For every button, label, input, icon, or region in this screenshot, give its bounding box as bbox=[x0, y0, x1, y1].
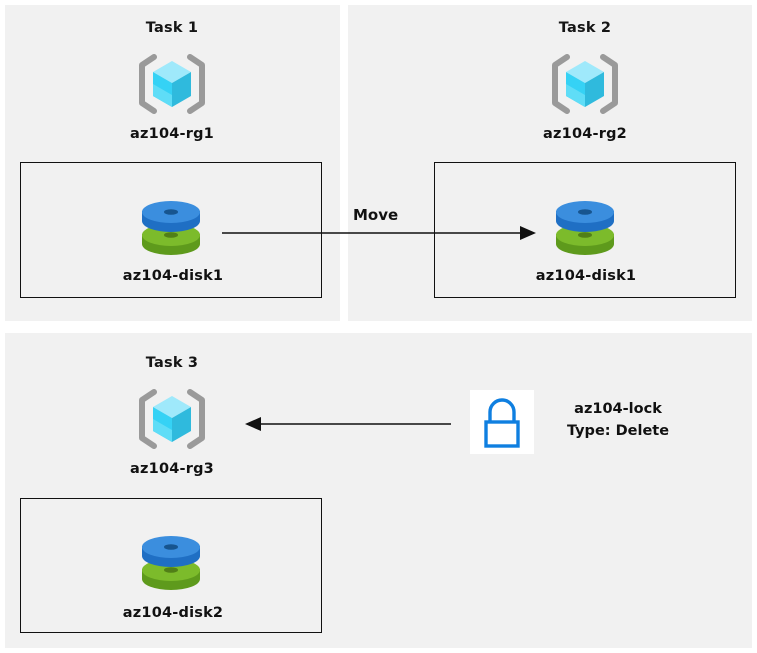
task-3-title: Task 3 bbox=[145, 355, 199, 371]
lock-type-label: Type: Delete bbox=[566, 423, 670, 439]
task-3-disk-label: az104-disk2 bbox=[122, 605, 224, 621]
task-2-inner-resource-box bbox=[434, 162, 736, 298]
resource-group-cube-icon bbox=[138, 53, 206, 115]
move-arrow-label: Move bbox=[353, 206, 399, 224]
task-2-disk-label: az104-disk1 bbox=[535, 268, 637, 284]
resource-group-cube-icon bbox=[138, 388, 206, 450]
task-1-disk-label: az104-disk1 bbox=[122, 268, 224, 284]
task-3-inner-resource-box bbox=[20, 498, 322, 633]
padlock-icon bbox=[470, 390, 534, 454]
lock-name-label: az104-lock bbox=[574, 401, 662, 417]
managed-disk-icon bbox=[138, 198, 204, 260]
managed-disk-icon bbox=[552, 198, 618, 260]
task-1-title: Task 1 bbox=[145, 20, 199, 36]
panel-task-3 bbox=[5, 333, 752, 648]
panel-task-1 bbox=[5, 5, 340, 321]
move-arrow bbox=[222, 226, 536, 240]
task-2-title: Task 2 bbox=[558, 20, 612, 36]
task-3-resource-group-label: az104-rg3 bbox=[130, 461, 214, 477]
panel-task-2 bbox=[348, 5, 752, 321]
task-1-resource-group-label: az104-rg1 bbox=[130, 126, 214, 142]
lock-icon-backdrop bbox=[470, 390, 534, 454]
managed-disk-icon bbox=[138, 533, 204, 595]
lock-apply-arrow bbox=[245, 417, 451, 431]
resource-group-cube-icon bbox=[551, 53, 619, 115]
task-2-resource-group-label: az104-rg2 bbox=[543, 126, 627, 142]
task-1-inner-resource-box bbox=[20, 162, 322, 298]
